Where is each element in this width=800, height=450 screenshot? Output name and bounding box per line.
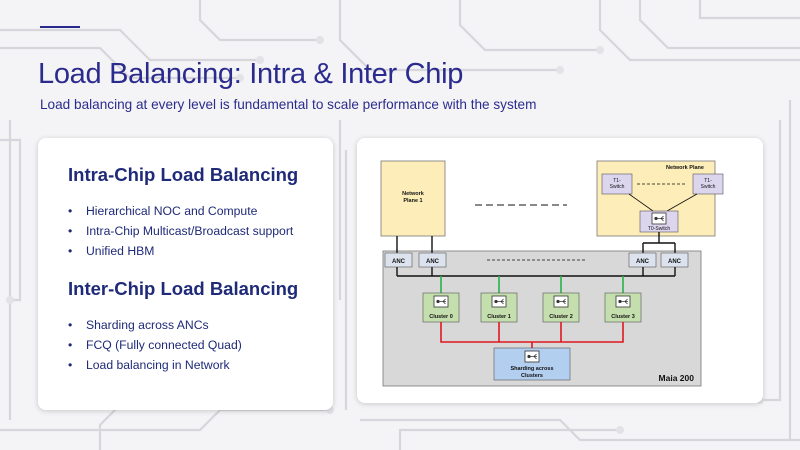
fcq-links — [440, 322, 624, 348]
list-item: Hierarchical NOC and Compute — [68, 201, 293, 221]
anc-label: ANC — [392, 259, 406, 265]
list-item: FCQ (Fully connected Quad) — [68, 335, 242, 355]
t1-t0-link — [628, 193, 654, 212]
network-plane-1 — [380, 160, 446, 237]
cluster-label: Cluster 2 — [549, 314, 573, 320]
t1-t0-link — [666, 193, 698, 212]
router-icon — [524, 350, 540, 363]
cluster-label: Cluster 1 — [487, 314, 511, 320]
list-item: Unified HBM — [68, 241, 293, 261]
intra-chip-list: Hierarchical NOC and Compute Intra-Chip … — [68, 201, 293, 261]
network-plane-label: Network Plane — [666, 165, 704, 171]
page-title: Load Balancing: Intra & Inter Chip — [38, 58, 464, 90]
anc-box — [384, 252, 413, 268]
t1-switch-left-label: T1-Switch — [610, 178, 625, 190]
t1-switch-right-label: T1-Switch — [701, 178, 716, 190]
intra-chip-heading: Intra-Chip Load Balancing — [68, 164, 299, 185]
inter-chip-list: Sharding across ANCs FCQ (Fully connecte… — [68, 315, 242, 375]
anc-label: ANC — [426, 259, 440, 265]
list-item: Intra-Chip Multicast/Broadcast support — [68, 221, 293, 241]
page-subtitle: Load balancing at every level is fundame… — [40, 97, 537, 112]
t0-switch-label: T0-Switch — [648, 226, 670, 232]
load-balancing-summary-card: Intra-Chip Load Balancing Hierarchical N… — [38, 138, 333, 410]
router-icon — [651, 212, 667, 225]
router-icon — [553, 295, 569, 308]
anc-label: ANC — [636, 259, 650, 265]
cluster-group: Cluster 0 Cluster 1 Cluster 2 Cluster 3 — [422, 276, 642, 323]
router-icon — [615, 295, 631, 308]
plane-anc-links — [396, 232, 676, 253]
anc-group: ANC ANC ANC ANC — [384, 252, 689, 268]
anc-bus-drops — [396, 267, 676, 276]
t1-switch-left — [601, 173, 633, 195]
accent-bar — [40, 26, 80, 28]
anc-label: ANC — [668, 259, 682, 265]
list-item: Load balancing in Network — [68, 355, 242, 375]
inter-chip-heading: Inter-Chip Load Balancing — [68, 278, 299, 299]
cluster-label: Cluster 3 — [611, 314, 635, 320]
t1-switch-right — [692, 173, 724, 195]
router-icon — [433, 295, 449, 308]
router-icon — [491, 295, 507, 308]
cluster-label: Cluster 0 — [429, 314, 453, 320]
list-item: Sharding across ANCs — [68, 315, 242, 335]
chip-label: Maia 200 — [659, 373, 695, 383]
